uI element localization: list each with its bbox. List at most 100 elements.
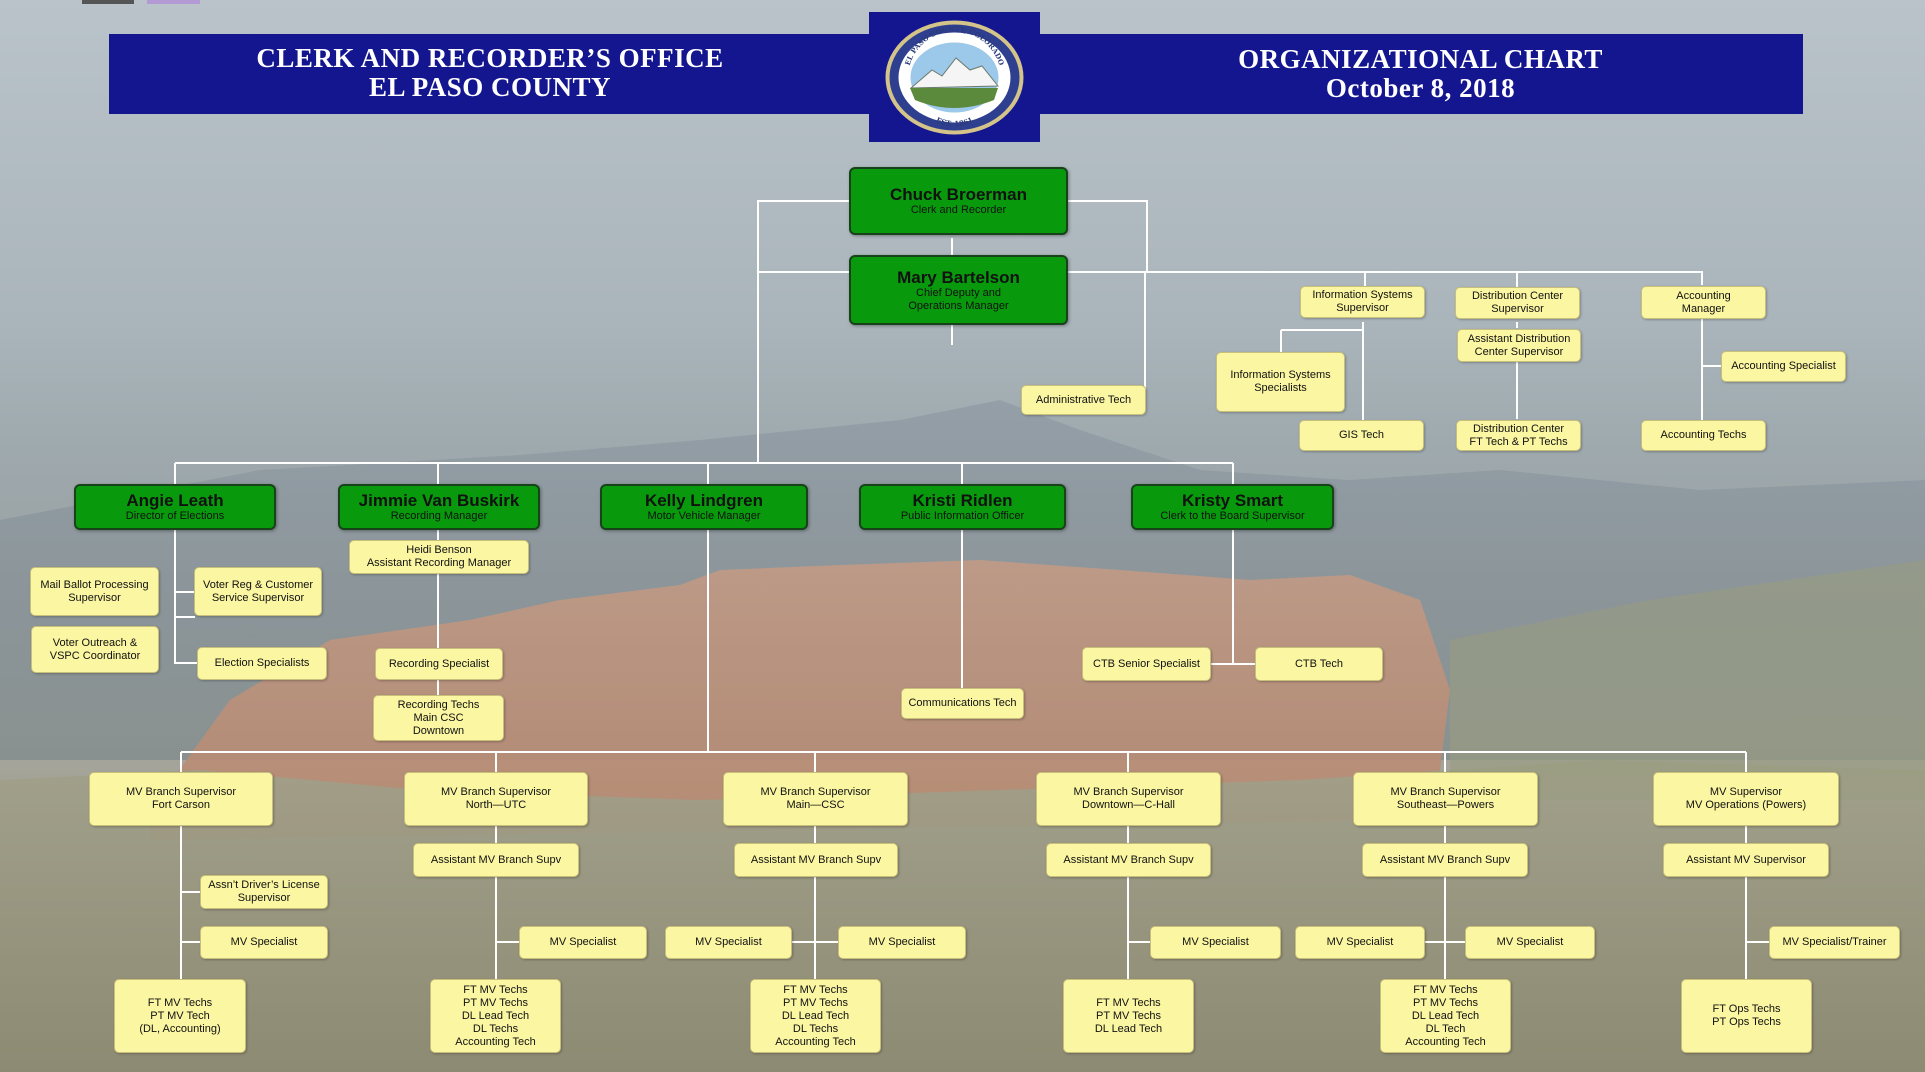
staff-line: MV Specialist [1496, 936, 1564, 948]
connector-mv [180, 530, 1747, 772]
slide-tab-purple [147, 0, 200, 4]
staff-line: PT MV Techs [782, 996, 848, 1009]
staff-box-ctb-senior: CTB Senior Specialist [1082, 647, 1211, 681]
staff-line: Accounting Tech [455, 1035, 536, 1048]
staff-line: FT MV Techs [147, 996, 213, 1009]
staff-line: MV Specialist [230, 936, 298, 948]
staff-box-mv-specialist-csc-left: MV Specialist [665, 926, 792, 959]
manager-box-smart: Kristy Smart Clerk to the Board Supervis… [1131, 484, 1334, 530]
staff-line: Supervisor [1336, 302, 1389, 314]
manager-box-leath: Angie Leath Director of Elections [74, 484, 276, 530]
staff-line: Election Specialists [214, 657, 310, 669]
staff-box-recording-specialist: Recording Specialist [375, 648, 503, 680]
staff-line: DL Techs [472, 1022, 519, 1035]
connector-elections [174, 530, 197, 664]
staff-line: Accounting Specialist [1731, 360, 1836, 372]
manager-title: Motor Vehicle Manager [647, 510, 761, 522]
manager-box-ridlen: Kristi Ridlen Public Information Officer [859, 484, 1066, 530]
staff-box-admin-tech: Administrative Tech [1021, 385, 1146, 415]
staff-line: Mail Ballot Processing [40, 578, 149, 591]
staff-line: FT MV Techs [463, 983, 528, 996]
staff-line: Supervisor [1491, 303, 1544, 315]
staff-line: Main—CSC [786, 799, 845, 811]
staff-line: Information Systems [1312, 289, 1413, 301]
staff-box-gis-tech: GIS Tech [1299, 420, 1424, 451]
staff-line: Main CSC [413, 711, 464, 724]
staff-line: MV Branch Supervisor [1073, 786, 1184, 798]
staff-line: North—UTC [465, 799, 527, 811]
staff-line: DL Lead Tech [461, 1009, 530, 1022]
staff-box-acct-techs: Accounting Techs [1641, 420, 1766, 451]
connector-mv-fc [180, 826, 200, 980]
manager-box-vanbuskirk: Jimmie Van Buskirk Recording Manager [338, 484, 540, 530]
manager-name: Kristi Ridlen [912, 491, 1013, 510]
staff-box-mv-specialist-trainer: MV Specialist/Trainer [1769, 926, 1900, 959]
manager-name: Angie Leath [126, 491, 224, 510]
staff-line: Assistant MV Supervisor [1686, 853, 1806, 866]
staff-box-comm-tech: Communications Tech [901, 688, 1024, 719]
staff-line: Recording Techs [397, 698, 480, 711]
staff-line: Communications Tech [908, 697, 1017, 709]
staff-line: Recording Specialist [388, 657, 490, 670]
staff-line: Assn’t Driver’s License [208, 879, 320, 891]
connector-exec [757, 200, 1148, 463]
staff-box-voter-outreach: Voter Outreach &VSPC Coordinator [31, 626, 159, 673]
staff-line: Heidi Benson [406, 544, 472, 556]
staff-line: Assistant MV Branch Supv [1379, 853, 1511, 866]
staff-box-election-specialists: Election Specialists [197, 647, 327, 680]
office-title: CLERK AND RECORDER’S OFFICE [256, 43, 724, 73]
staff-line: Supervisor [237, 892, 291, 904]
staff-line: CTB Senior Specialist [1093, 657, 1200, 670]
staff-line: (DL, Accounting) [139, 1022, 221, 1035]
staff-box-mv-specialist-fc: MV Specialist [200, 926, 328, 959]
staff-line: VSPC Coordinator [49, 649, 141, 662]
staff-line: MV Supervisor [1709, 786, 1783, 798]
staff-line: MV Specialist [868, 936, 936, 948]
staff-box-ctb-tech: CTB Tech [1255, 647, 1383, 681]
staff-line: Accounting Tech [775, 1035, 856, 1048]
staff-line: CTB Tech [1294, 657, 1344, 670]
staff-line: MV Specialist [695, 936, 762, 948]
staff-box-asst-mv-chall: Assistant MV Branch Supv [1046, 843, 1211, 877]
staff-line: Fort Carson [151, 799, 211, 811]
connector-mv-chall [1127, 826, 1150, 980]
staff-line: PT Ops Techs [1712, 1016, 1781, 1028]
exec-box-broerman: Chuck Broerman Clerk and Recorder [849, 167, 1068, 235]
connector-support [1062, 271, 1703, 401]
staff-line: Accounting [1676, 289, 1731, 302]
staff-box-mv-specialist-csc-right: MV Specialist [838, 926, 966, 959]
connector-manager-bus [174, 462, 1234, 485]
staff-line: Center Supervisor [1474, 345, 1564, 358]
connector-mv-utc [495, 826, 519, 980]
staff-line: FT Ops Techs [1712, 1003, 1781, 1015]
seal-bottom-text: EST. 1861 [935, 115, 974, 128]
staff-line: Distribution Center [1471, 290, 1564, 302]
staff-line: Voter Outreach & [52, 636, 138, 649]
staff-line: Assistant MV Branch Supv [430, 853, 562, 866]
manager-title: Public Information Officer [900, 510, 1025, 522]
connector-acct [1701, 319, 1721, 420]
staff-line: MV Specialist [1326, 936, 1394, 948]
staff-line: MV Branch Supervisor [125, 786, 237, 798]
staff-line: MV Specialist [549, 936, 617, 948]
staff-line: MV Operations (Powers) [1685, 799, 1807, 811]
staff-line: Assistant Recording Manager [366, 557, 512, 569]
staff-line: Administrative Tech [1035, 393, 1132, 406]
chart-date: October 8, 2018 [1325, 73, 1516, 103]
county-seal-icon: EL PASO COUNTY, COLORADO EST. 1861 [885, 20, 1024, 135]
staff-line: FT MV Techs [1413, 983, 1478, 996]
staff-line: FT MV Techs [783, 983, 848, 996]
